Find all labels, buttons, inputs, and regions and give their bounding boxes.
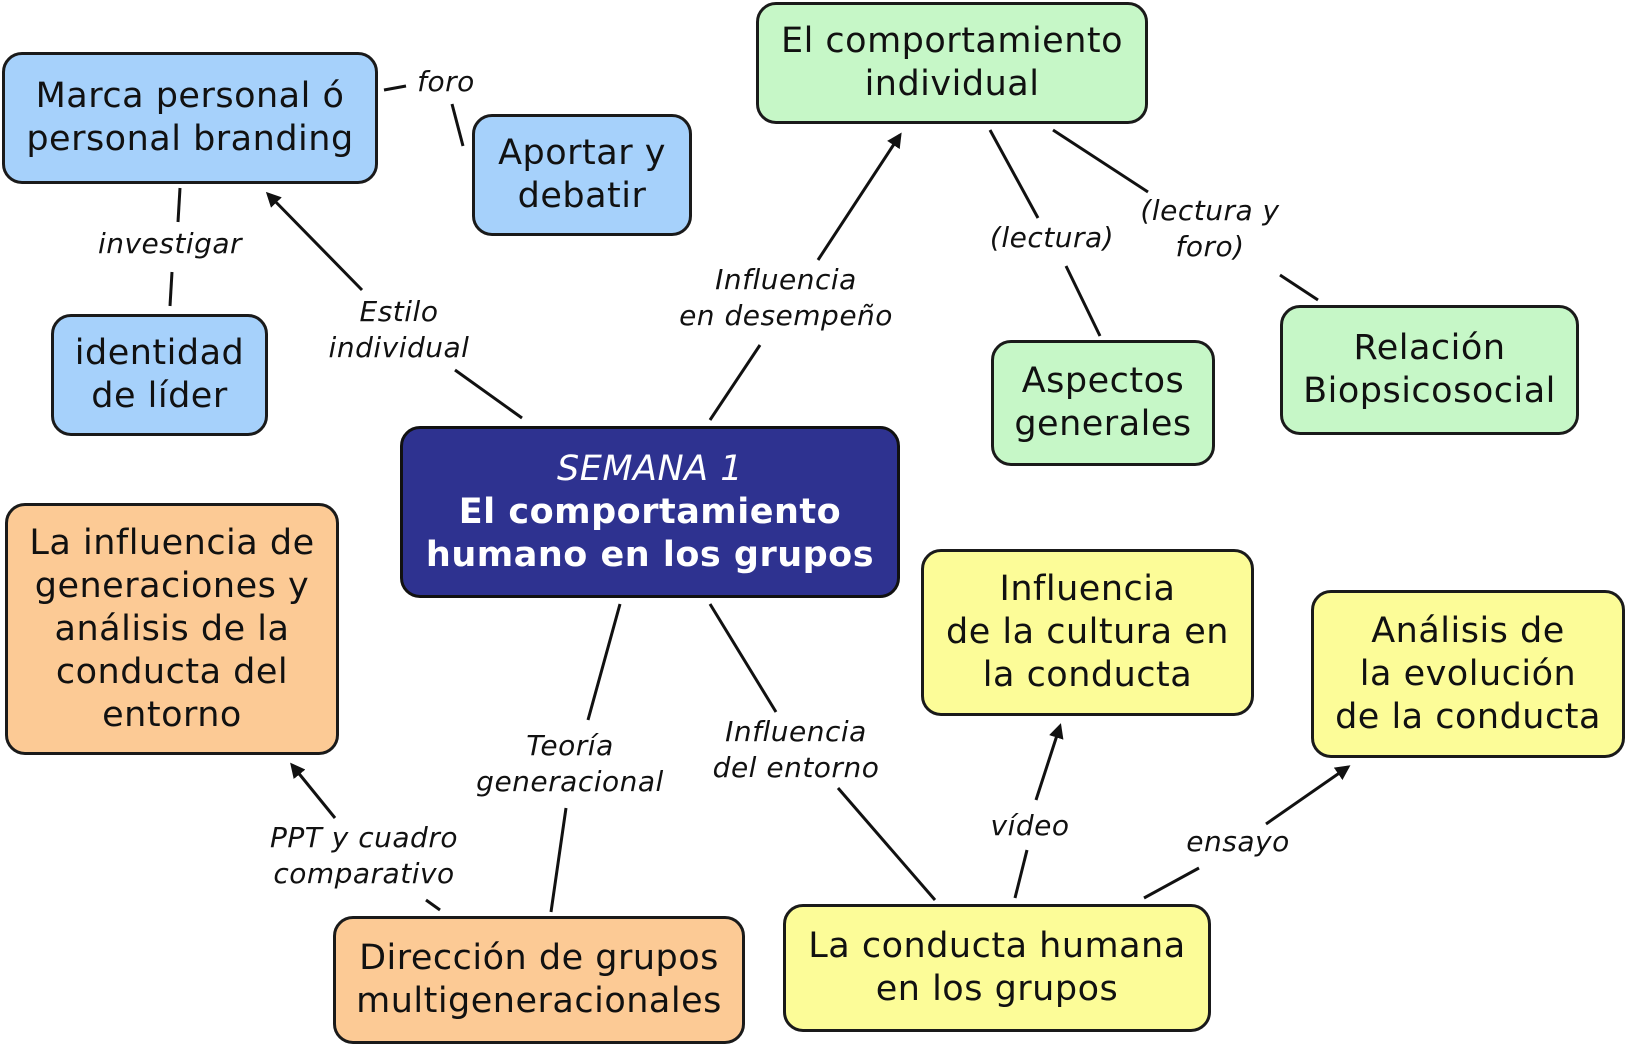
line-foro-aportar — [450, 103, 465, 147]
line-marca-investigar — [176, 187, 182, 223]
link-label-influencia-desempeno: Influencia en desempeño — [679, 263, 893, 332]
node-relacion-biopsicosocial-text: Relación Biopsicosocial — [1303, 328, 1556, 411]
node-conducta-humana-text: La conducta humana en los grupos — [808, 926, 1186, 1009]
link-label-ppt-cuadro: PPT y cuadro comparativo — [270, 821, 458, 890]
link-label-video: vídeo — [990, 809, 1070, 842]
line-comportamiento-lecturaforo — [1052, 128, 1149, 194]
arrow-estilo-marca — [265, 191, 364, 292]
line-entorno-conducta — [836, 787, 937, 901]
link-label-investigar: investigar — [97, 227, 243, 260]
line-investigar-identidad — [168, 271, 174, 307]
node-identidad-lider[interactable]: identidad de líder — [51, 314, 268, 436]
node-direccion-grupos-text: Dirección de grupos multigeneracionales — [356, 938, 722, 1021]
node-influencia-cultura-text: Influencia de la cultura en la conducta — [946, 569, 1229, 695]
arrow-ensayo-analisis — [1265, 765, 1351, 826]
node-identidad-lider-text: identidad de líder — [74, 333, 245, 416]
line-direccion-ppt — [425, 898, 441, 912]
node-aspectos-generales[interactable]: Aspectos generales — [991, 340, 1215, 466]
line-conducta-ensayo — [1143, 866, 1200, 900]
node-influencia-generaciones[interactable]: La influencia de generaciones y análisis… — [5, 503, 339, 755]
line-comportamiento-lectura — [988, 129, 1040, 219]
link-label-lectura: (lectura) — [989, 221, 1115, 254]
line-central-entorno — [708, 603, 778, 713]
link-label-lectura-foro: (lectura y foro) — [1140, 194, 1280, 263]
line-conducta-video — [1013, 849, 1029, 899]
node-analisis-evolucion[interactable]: Análisis de la evolución de la conducta — [1311, 590, 1625, 758]
arrow-video-cultura — [1034, 723, 1064, 801]
node-aspectos-generales-text: Aspectos generales — [1014, 361, 1192, 444]
line-lectura-aspectos — [1064, 265, 1102, 337]
node-aportar-debatir[interactable]: Aportar y debatir — [472, 114, 692, 236]
arrow-ppt-generaciones — [290, 762, 337, 819]
node-marca-personal[interactable]: Marca personal ó personal branding — [2, 52, 378, 184]
node-conducta-humana[interactable]: La conducta humana en los grupos — [783, 904, 1211, 1032]
central-subtitle: SEMANA 1 — [557, 448, 743, 489]
node-relacion-biopsicosocial[interactable]: Relación Biopsicosocial — [1280, 305, 1579, 435]
line-central-estilo — [454, 368, 523, 420]
node-direccion-grupos[interactable]: Dirección de grupos multigeneracionales — [333, 916, 745, 1044]
node-comportamiento-individual-text: El comportamiento individual — [780, 21, 1124, 104]
link-label-estilo-individual: Estilo individual — [328, 295, 470, 364]
line-central-desempeno — [708, 344, 762, 421]
link-label-influencia-entorno: Influencia del entorno — [712, 715, 880, 784]
link-label-foro: foro — [417, 65, 475, 98]
arrow-desempeno-comportamiento — [816, 132, 902, 261]
line-lecturaforo-relacion — [1279, 273, 1319, 302]
link-label-teoria-generacional: Teoría generacional — [476, 729, 664, 798]
node-central-semana1[interactable]: SEMANA 1 El comportamiento humano en los… — [400, 426, 900, 598]
central-title: El comportamiento humano en los grupos — [425, 491, 875, 575]
link-label-ensayo: ensayo — [1186, 825, 1290, 858]
node-influencia-generaciones-text: La influencia de generaciones y análisis… — [29, 522, 315, 735]
node-influencia-cultura[interactable]: Influencia de la cultura en la conducta — [921, 549, 1254, 716]
line-central-teoria — [586, 603, 622, 721]
node-analisis-evolucion-text: Análisis de la evolución de la conducta — [1335, 610, 1601, 737]
line-marca-foro — [383, 84, 407, 92]
node-marca-personal-text: Marca personal ó personal branding — [26, 76, 354, 159]
node-comportamiento-individual[interactable]: El comportamiento individual — [756, 2, 1148, 124]
node-aportar-debatir-text: Aportar y debatir — [498, 133, 666, 216]
line-teoria-direccion — [549, 807, 568, 913]
